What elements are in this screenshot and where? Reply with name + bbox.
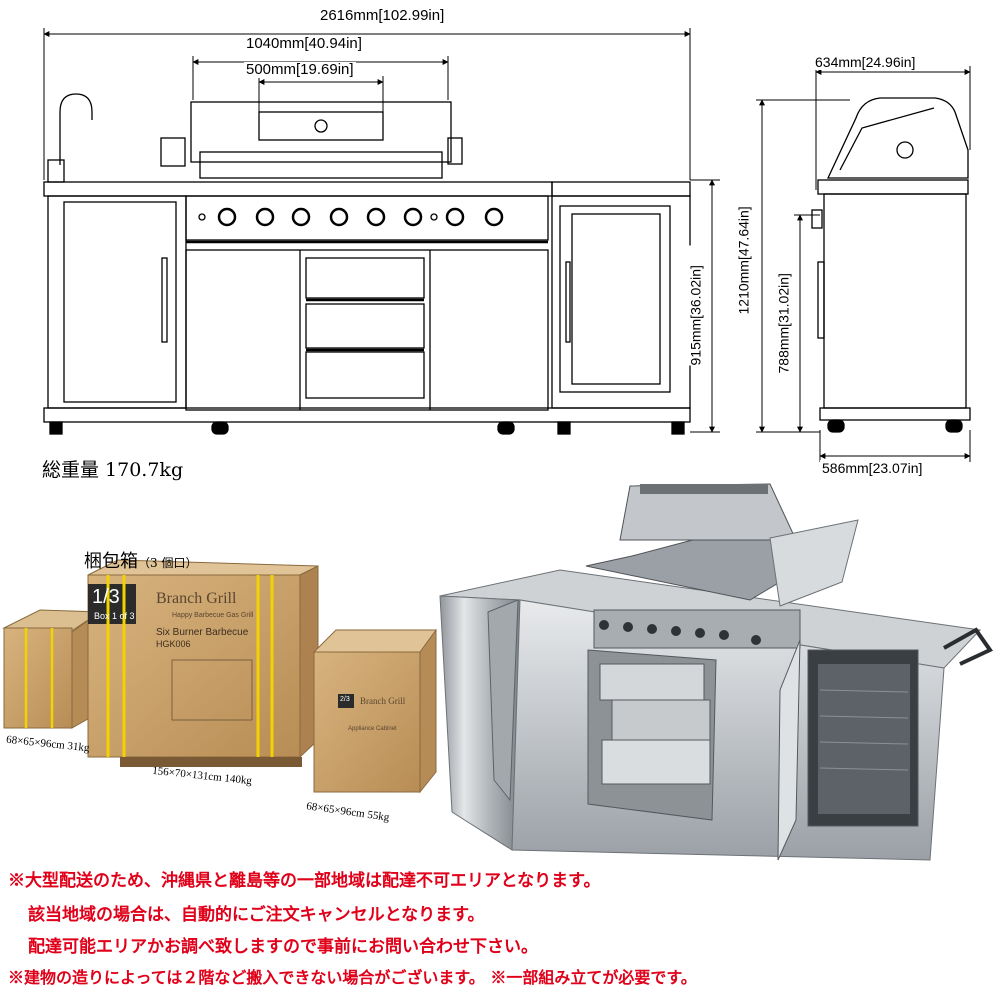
- box-model: HGK006: [156, 639, 191, 649]
- grill-width-label: 1040mm[40.94in]: [244, 35, 364, 52]
- total-weight: 総重量 170.7kg: [42, 459, 184, 481]
- small-box-product: Appliance Cabinet: [348, 726, 397, 732]
- front-view: [43, 93, 691, 435]
- box-brand: Branch Grill: [156, 590, 237, 607]
- note-line-2: 該当地域の場合は、自動的にご注文キャンセルとなります。: [28, 905, 485, 925]
- note-line-1: ※大型配送のため、沖縄県と離島等の一部地域は配達不可エリアとなります。: [8, 871, 601, 891]
- counter-height-label: 915mm[36.02in]: [688, 245, 704, 366]
- packaging-count-note: （3 個口）: [138, 556, 198, 570]
- note-line-4: ※建物の造りによっては２階など搬入できない場合がございます。 ※一部組み立てが必…: [8, 968, 697, 987]
- product-photo: [439, 483, 994, 861]
- box-tagline: Happy Barbecue Gas Grill: [172, 612, 254, 619]
- small-box-index: 2/3: [340, 696, 350, 703]
- side-view: [811, 97, 971, 433]
- total-height-label: 1210mm[47.64in]: [736, 192, 752, 315]
- hood-width-label: 500mm[19.69in]: [244, 61, 356, 78]
- packaging-heading: 梱包箱: [84, 551, 138, 572]
- depth-top-label: 634mm[24.96in]: [813, 54, 918, 70]
- box-1-weight: 31kg: [66, 740, 91, 755]
- box-of-label: Box 1 of 3: [94, 611, 135, 621]
- box-index: 1/3: [92, 586, 120, 608]
- packaging-illustration: [2, 559, 437, 794]
- side-counter-height-label: 788mm[31.02in]: [776, 253, 792, 374]
- dimension-lines: [43, 28, 971, 462]
- depth-bottom-label: 586mm[23.07in]: [820, 460, 925, 476]
- packaging-title: 梱包箱（3 個口）: [84, 547, 197, 573]
- note-line-3: 配達可能エリアかお調べ致しますので事前にお問い合わせ下さい。: [28, 937, 538, 957]
- small-box-brand: Branch Grill: [360, 696, 406, 706]
- total-width-label: 2616mm[102.99in]: [318, 7, 447, 24]
- box-product: Six Burner Barbecue: [156, 627, 249, 638]
